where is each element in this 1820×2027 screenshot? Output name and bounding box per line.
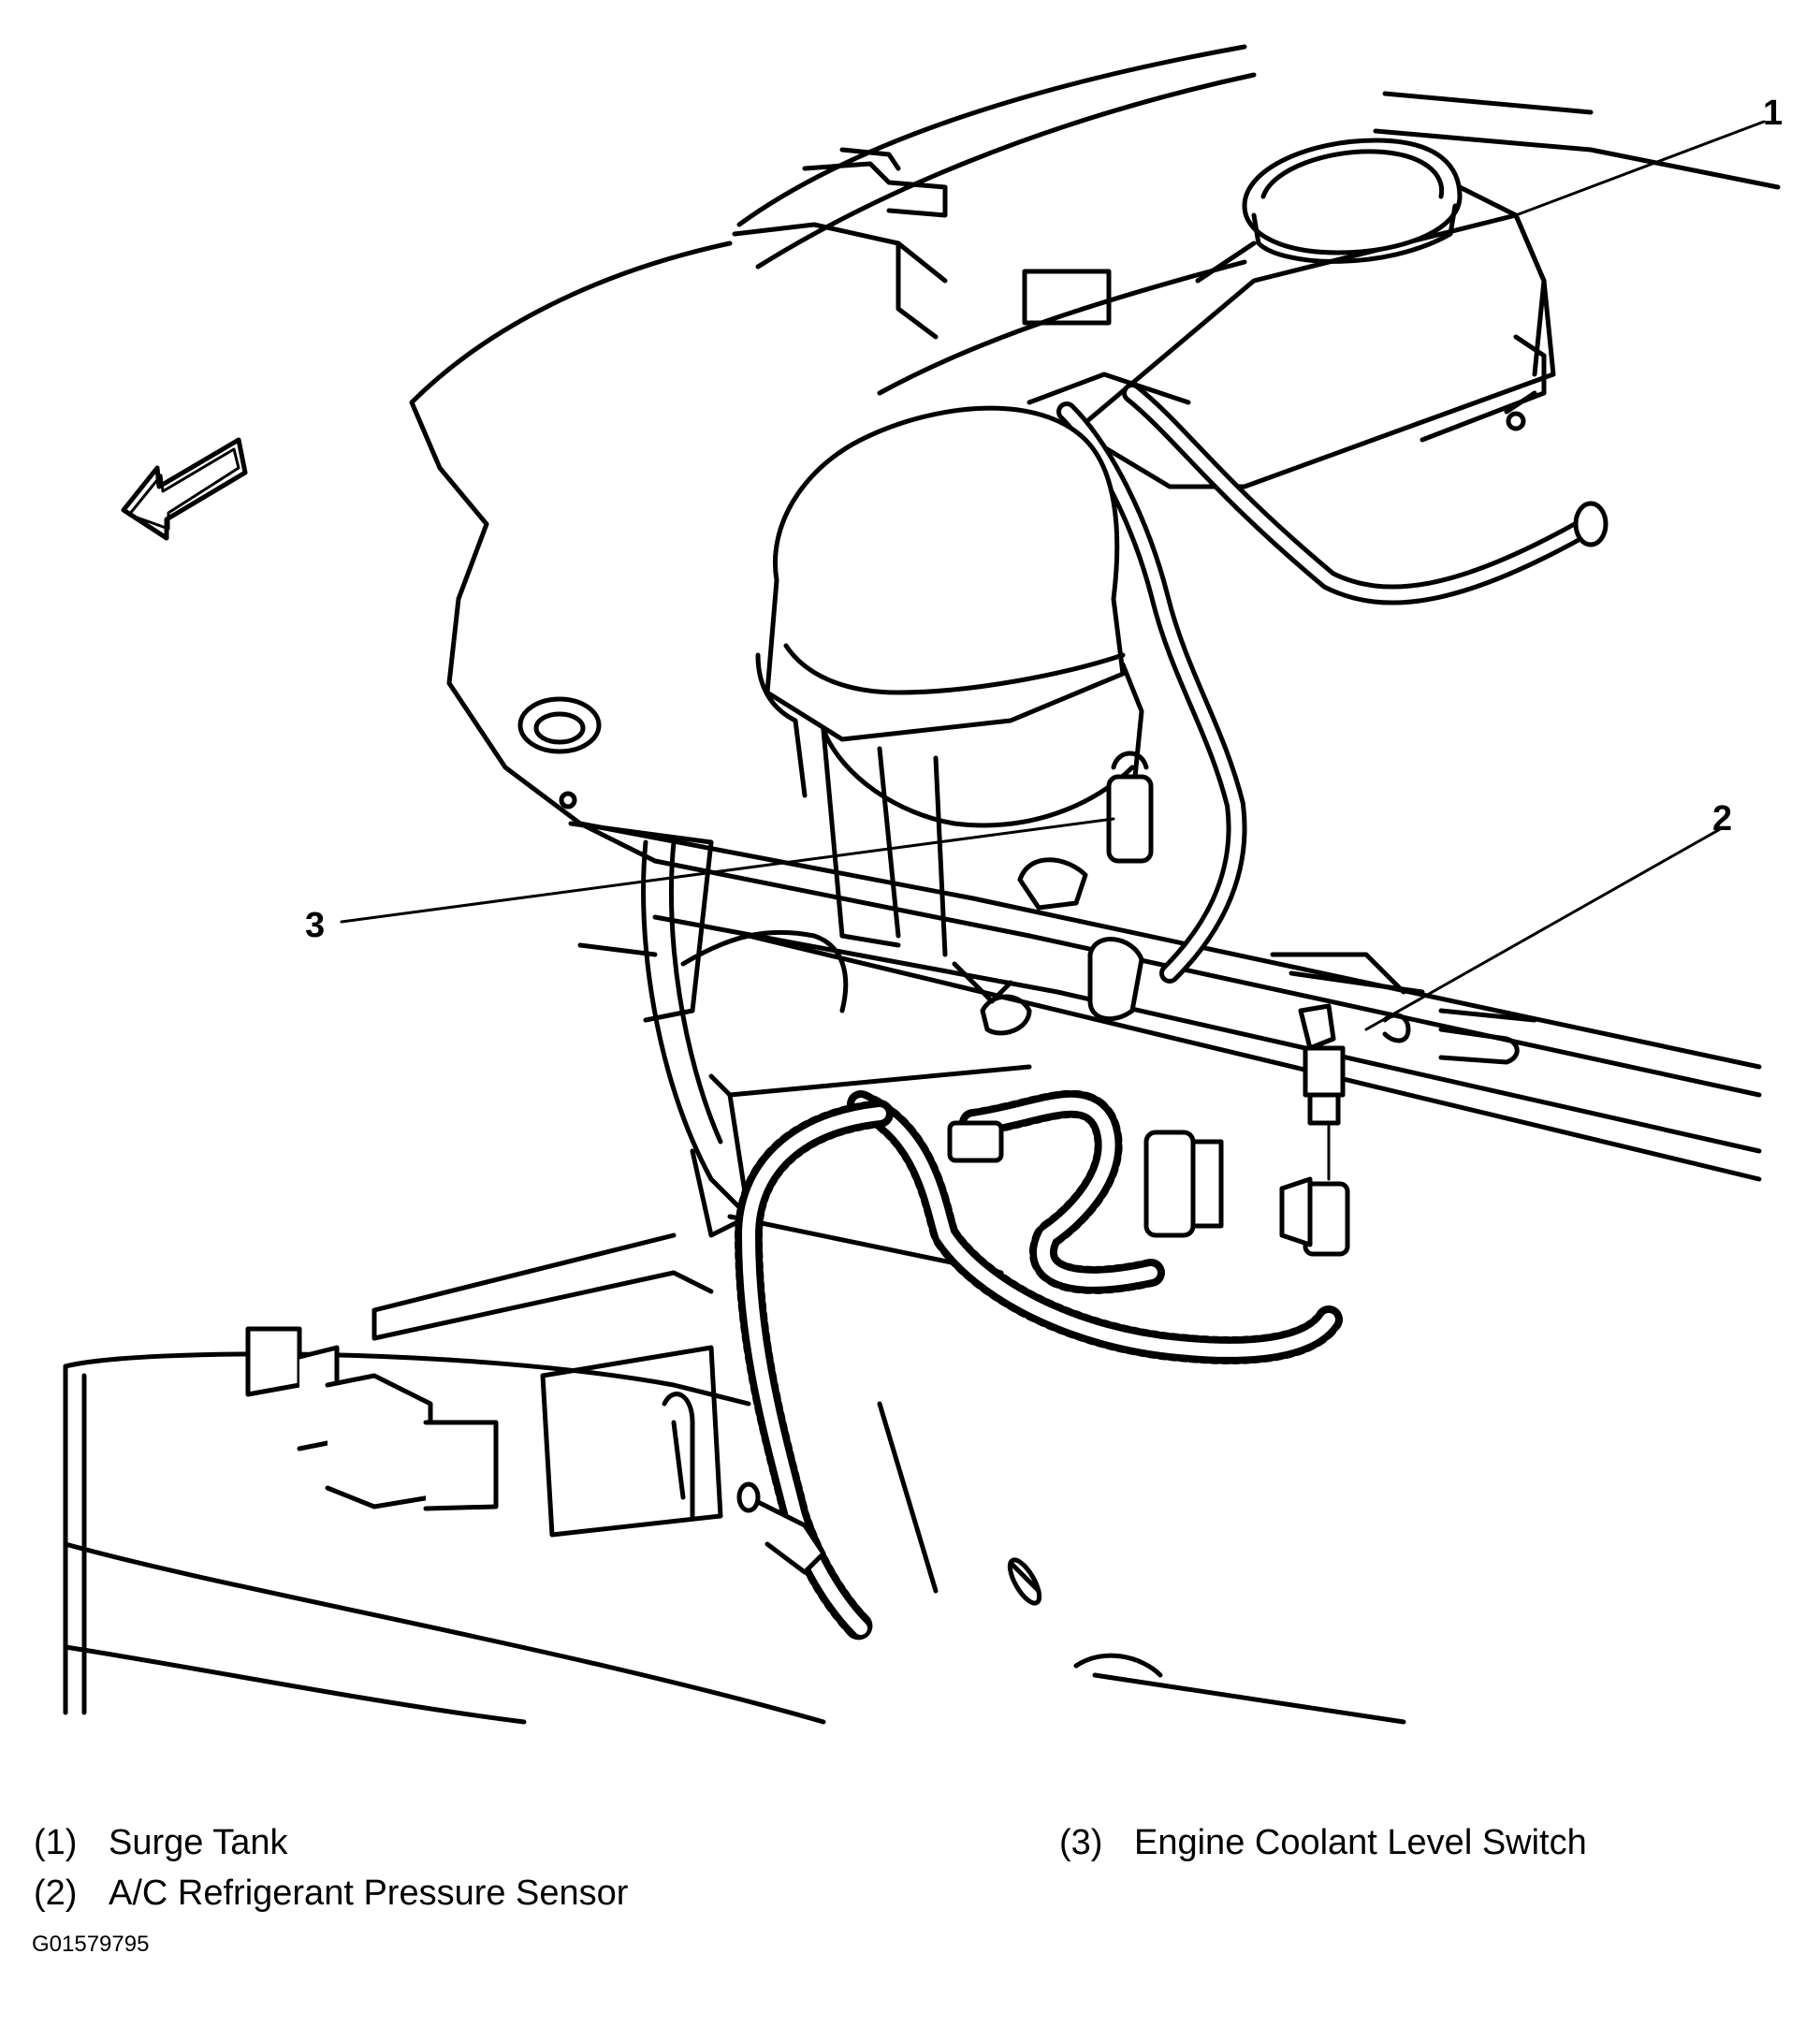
engine-compartment-drawing <box>63 44 1781 1725</box>
surge-tank <box>1073 138 1556 489</box>
left-panel-bolt <box>517 696 602 809</box>
legend-item-1-number: (1) <box>34 1823 78 1862</box>
legend-item-2: (2) A/C Refrigerant Pressure Sensor <box>34 1875 628 1911</box>
engine-coolant-level-switch <box>1017 751 1154 1022</box>
front-fascia <box>63 1232 1406 1725</box>
overflow-hoses <box>1026 372 1609 984</box>
legend-item-3: (3) Engine Coolant Level Switch <box>1059 1825 1587 1860</box>
legend-item-3-label: Engine Coolant Level Switch <box>1134 1823 1587 1862</box>
legend-item-1: (1) Surge Tank <box>34 1825 288 1860</box>
legend-item-2-label: A/C Refrigerant Pressure Sensor <box>109 1874 629 1913</box>
callout-3: 3 <box>305 906 326 945</box>
callout-1: 1 <box>1763 94 1784 133</box>
figure-id: G01579795 <box>32 1932 150 1957</box>
front-direction-arrow-icon <box>121 437 248 541</box>
upper-brackets <box>732 147 1112 340</box>
wiring-harness <box>735 1089 1343 1642</box>
legend-item-3-number: (3) <box>1059 1823 1103 1862</box>
reservoir-body <box>641 405 1144 1219</box>
ac-refrigerant-pressure-sensor <box>1279 1003 1520 1257</box>
leader-lines <box>340 120 1766 1031</box>
legend-item-1-label: Surge Tank <box>109 1823 288 1862</box>
legend-item-2-number: (2) <box>34 1874 78 1913</box>
callout-2: 2 <box>1712 799 1733 839</box>
